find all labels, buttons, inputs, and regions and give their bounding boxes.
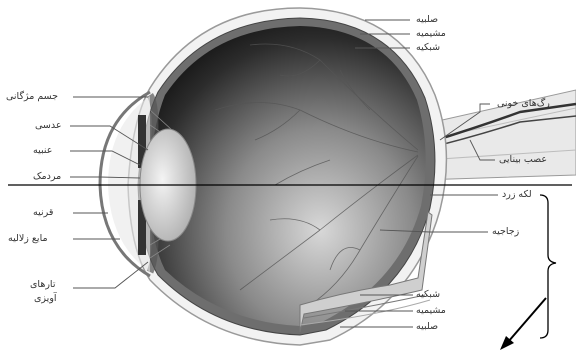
label-retina-top: شبکیه xyxy=(416,42,440,53)
right-brace xyxy=(540,195,556,338)
label-retina-bottom: شبکیه xyxy=(416,289,440,300)
direction-arrow xyxy=(500,298,546,350)
label-aqueous-humor: مایع زلالیه xyxy=(8,233,48,244)
label-pupil: مردمک xyxy=(33,171,61,182)
label-suspensory-1: تارهای xyxy=(30,279,55,290)
label-ciliary-body: جسم مژگانی xyxy=(6,91,58,102)
label-suspensory-2: آویزی xyxy=(34,293,57,304)
label-lens: عدسی xyxy=(35,120,62,131)
label-optic-nerve: عصب بینایی xyxy=(499,154,547,165)
label-iris: عنبیه xyxy=(33,145,52,156)
label-choroid-bottom: مشیمیه xyxy=(416,305,446,316)
label-blood-vessels: رگ‌های خونی xyxy=(497,98,550,109)
label-macula: لکه زرد xyxy=(502,189,532,200)
label-cornea: قرنیه xyxy=(33,207,53,218)
label-choroid-top: مشیمیه xyxy=(416,28,446,39)
label-vitreous: زجاجیه xyxy=(492,226,519,237)
label-sclera-bottom: صلبیه xyxy=(416,321,438,332)
label-sclera-top: صلبیه xyxy=(416,14,438,25)
